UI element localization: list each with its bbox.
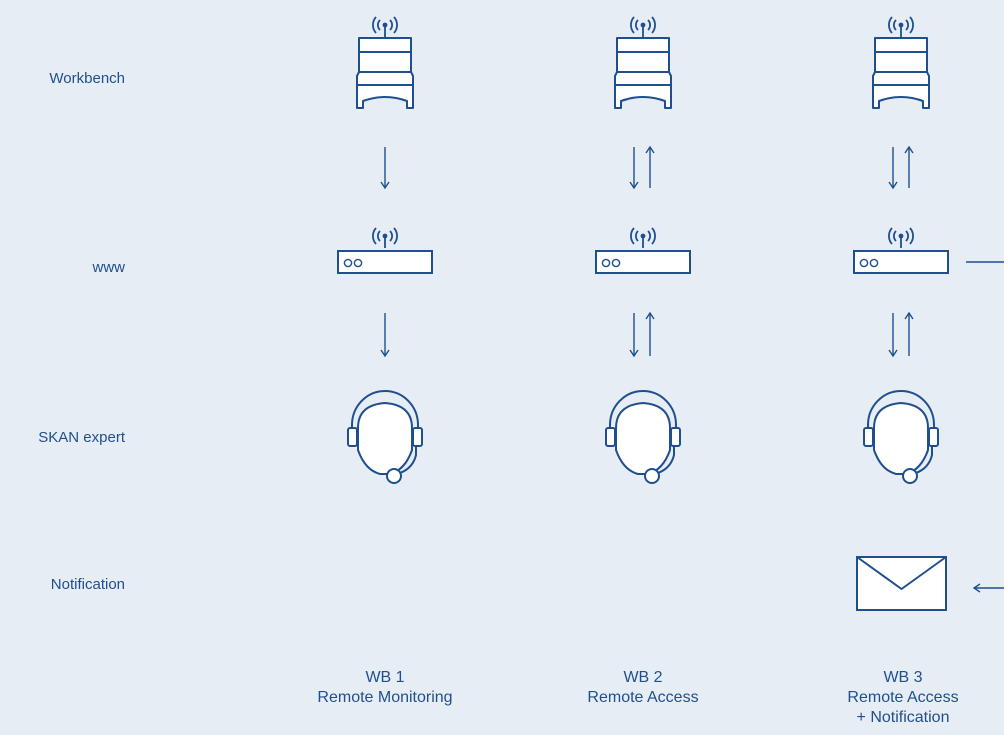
column-id: WB 1 [365, 669, 405, 686]
workbench-icon-2 [615, 17, 671, 108]
envelope-icon [856, 556, 947, 611]
column-label-wb1: WB 1 Remote Monitoring [275, 668, 495, 708]
arrow-bidirectional-2a [629, 145, 655, 190]
router-icon-2 [596, 228, 690, 273]
column-id: WB 3 [883, 669, 923, 686]
column-label-wb2: WB 2 Remote Access [533, 668, 753, 708]
arrow-down-1a [380, 147, 390, 190]
column-id: WB 2 [623, 669, 663, 686]
headset-expert-icon-2 [605, 390, 681, 484]
router-icon-3 [854, 228, 948, 273]
headset-expert-icon-1 [347, 390, 423, 484]
workbench-icon-1 [357, 17, 413, 108]
row-label-workbench: Workbench [49, 70, 125, 87]
column-name: Remote Monitoring [317, 689, 453, 706]
row-label-www: www [92, 259, 126, 276]
row-label-notification: Notification [50, 576, 125, 593]
column-extra: + Notification [856, 709, 950, 726]
notification-connector [966, 261, 1004, 593]
column-label-wb3: WB 3 Remote Access + Notification [793, 668, 1004, 728]
headset-expert-icon-3 [863, 390, 939, 484]
row-label-skan-expert: SKAN expert [38, 429, 125, 446]
workbench-icon-3 [873, 17, 929, 108]
arrow-bidirectional-3b [888, 311, 914, 358]
arrow-bidirectional-2b [629, 311, 655, 358]
arrow-bidirectional-3a [888, 145, 914, 190]
arrow-down-1b [380, 313, 390, 358]
column-name: Remote Access [587, 689, 699, 706]
router-icon-1 [338, 228, 432, 273]
column-name: Remote Access [847, 689, 959, 706]
